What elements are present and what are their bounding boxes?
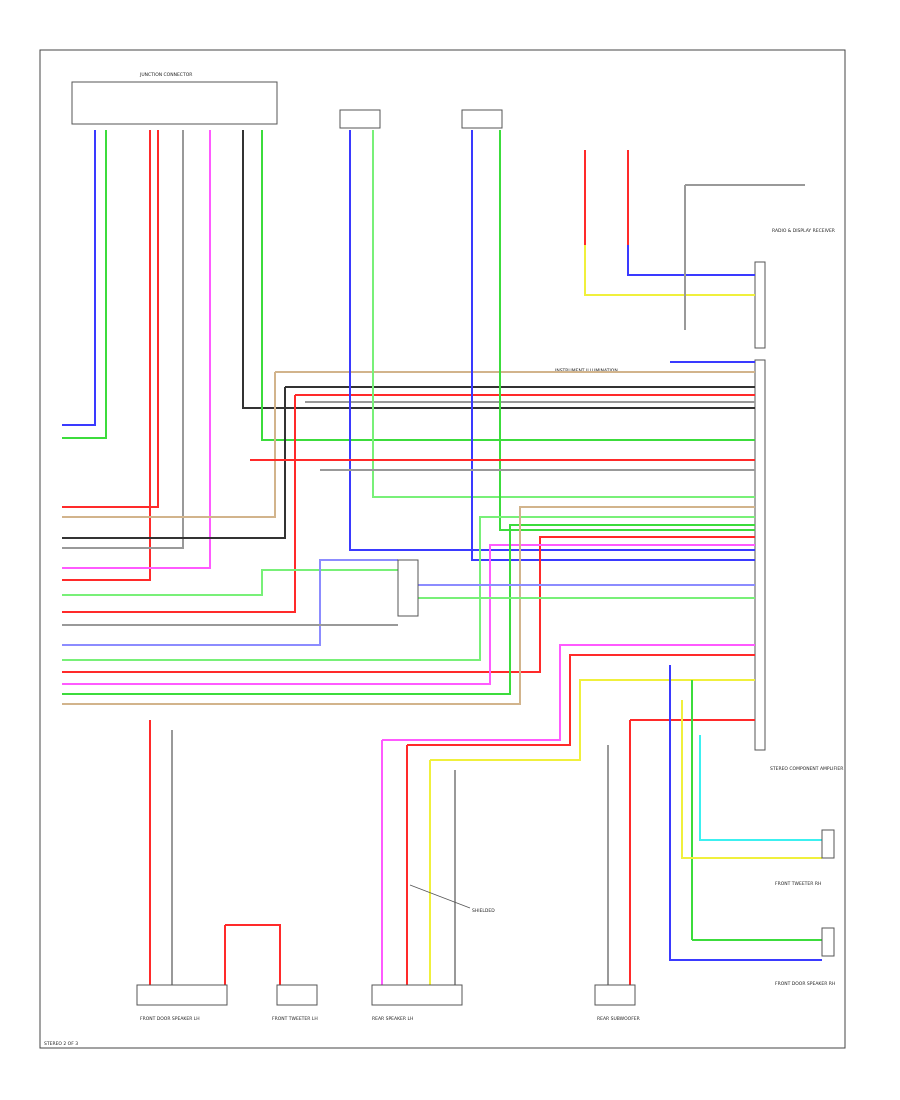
shielded-leader	[409, 884, 471, 909]
amplifier-connector-column	[754, 359, 766, 751]
front-door-speaker-lh-box	[136, 984, 228, 1006]
front-door-speaker-lh-label: FRONT DOOR SPEAKER LH	[140, 1016, 200, 1022]
wire-gray-4	[62, 130, 184, 549]
radio-receiver-box	[754, 261, 766, 349]
wire-tan-28	[62, 506, 755, 705]
top-connector-2	[461, 109, 503, 129]
front-door-speaker-rh-box	[821, 927, 835, 957]
wire-blue-17	[471, 130, 755, 561]
wire-pink-7	[62, 130, 211, 569]
diagram-frame	[39, 49, 846, 1049]
wire-red-3	[62, 130, 159, 508]
front-tweeter-rh-label: FRONT TWEETER RH	[775, 881, 821, 887]
wire-light_green-16	[372, 130, 755, 498]
radio-receiver-label: RADIO & DISPLAY RECEIVER	[772, 228, 835, 234]
rear-speaker-label: REAR SPEAKER LH	[372, 1016, 413, 1022]
stereo-amp-label: STEREO COMPONENT AMPLIFIER	[770, 766, 843, 772]
wire-red-25	[62, 536, 755, 673]
junction-connector-label: JUNCTION CONNECTOR	[139, 72, 192, 78]
wire-group	[62, 130, 822, 985]
wire-black-11	[62, 387, 286, 539]
splice-box	[397, 559, 419, 617]
rear-subwoofer-box	[594, 984, 636, 1006]
wire-yellow-49	[681, 700, 822, 859]
front-tweeter-lh-box	[276, 984, 318, 1006]
wire-red-34	[225, 924, 281, 985]
shielded-label: SHIELDED	[472, 908, 495, 914]
wire-blue-0	[62, 130, 96, 426]
junction-connector-box	[71, 81, 278, 125]
wire-pink-26	[62, 544, 755, 685]
wire-blue-54	[627, 245, 755, 276]
wire-cyan-50	[699, 735, 822, 841]
wire-red-39	[407, 654, 755, 746]
front-door-speaker-rh-label: FRONT DOOR SPEAKER RH	[775, 981, 835, 987]
wire-blue-46	[669, 665, 822, 961]
rear-speaker-box	[371, 984, 463, 1006]
wire-light_green-22	[62, 569, 398, 596]
wire-black-5	[242, 130, 755, 409]
wire-blue-15	[349, 130, 755, 551]
wire-light_blue-23	[62, 559, 398, 646]
wire-light_green-24	[62, 516, 755, 661]
front-tweeter-rh-box	[821, 829, 835, 859]
top-connector-1	[339, 109, 381, 129]
page-footer: STEREO 2 OF 3	[44, 1041, 78, 1047]
wire-green-1	[62, 130, 107, 439]
wire-red-13	[62, 395, 296, 613]
wire-yellow-41	[430, 679, 755, 761]
front-tweeter-lh-label: FRONT TWEETER LH	[272, 1016, 318, 1022]
wire-red-2	[62, 130, 151, 581]
rear-subwoofer-label: REAR SUBWOOFER	[597, 1016, 640, 1022]
wire-pink-37	[382, 644, 755, 741]
wire-green-27	[62, 524, 755, 695]
wire-green-18	[499, 130, 755, 531]
wire-green-6	[261, 130, 755, 441]
wire-yellow-52	[584, 245, 755, 296]
wire-tan-9	[62, 372, 276, 518]
